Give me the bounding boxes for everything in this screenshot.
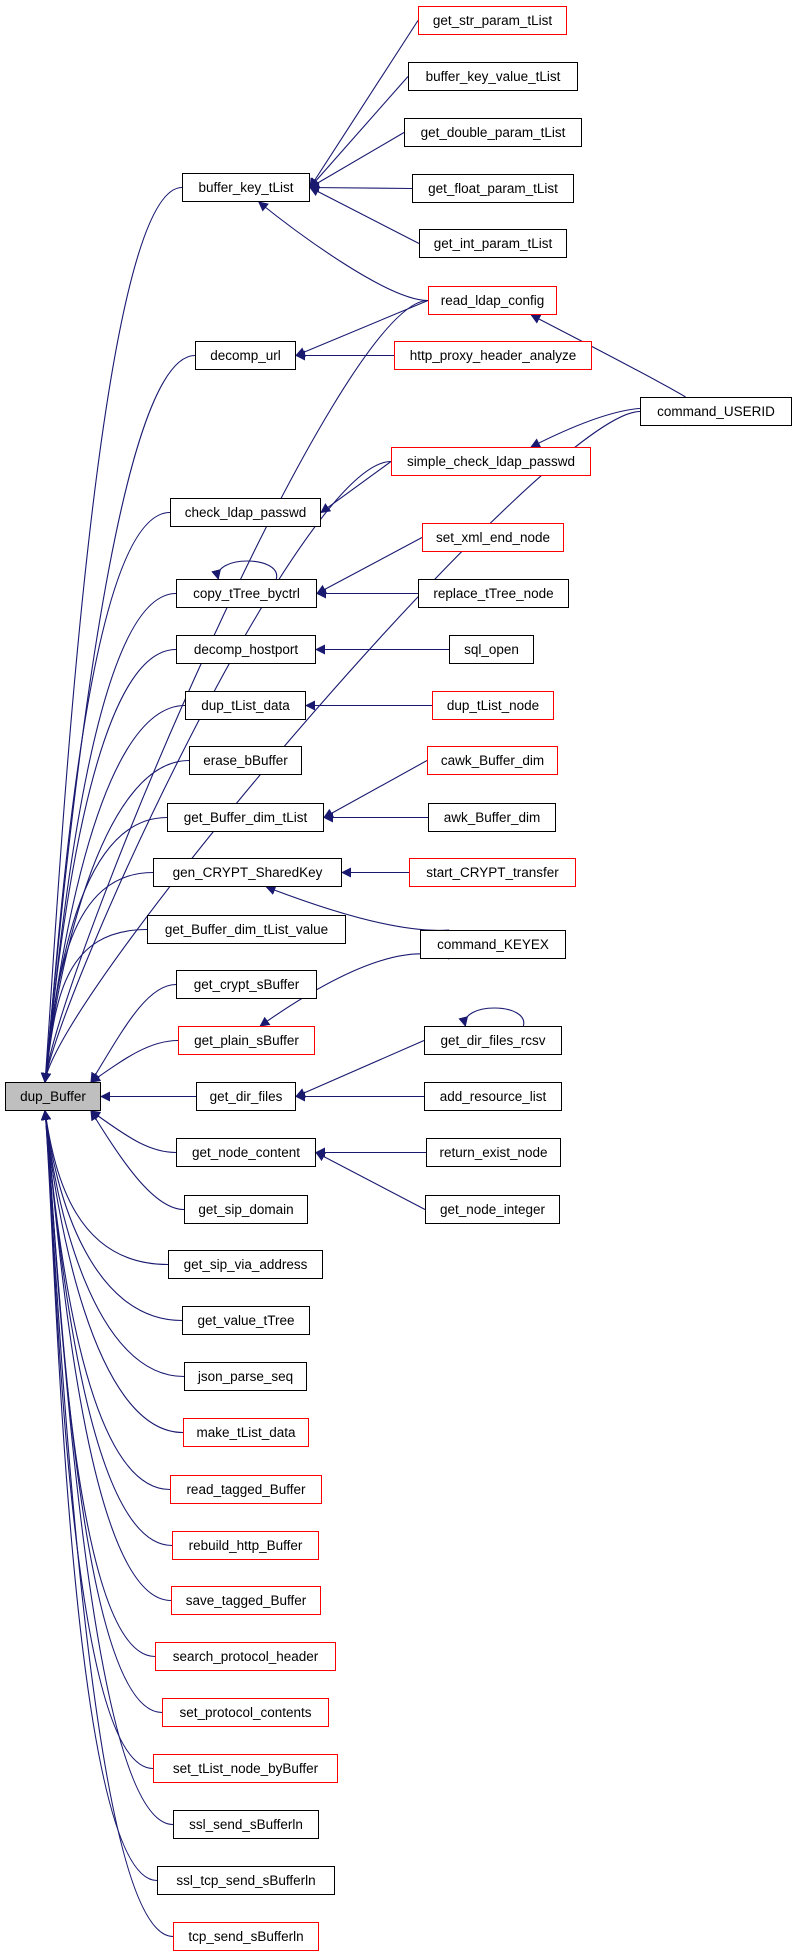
edge-dup-buffer-to-command-userid [41,410,641,1083]
node-dup-buffer: dup_Buffer [5,1082,101,1111]
node-cawk-buffer-dim[interactable]: cawk_Buffer_dim [427,746,558,775]
node-get-plain-sbuffer[interactable]: get_plain_sBuffer [178,1026,315,1055]
edge-dup-buffer-to-decomp-url [40,354,196,1083]
edge-dup-buffer-to-get-value-ttree [41,1110,183,1322]
node-json-parse-seq[interactable]: json_parse_seq [184,1362,307,1391]
edge-get-buffer-dim-tlist-to-cawk-buffer-dim [323,760,428,818]
edge-decomp-url-to-read-ldap-config [295,299,429,357]
node-get-str-param-tlist[interactable]: get_str_param_tList [418,6,567,35]
node-dup-tlist-data[interactable]: dup_tList_data [185,691,306,720]
edge-dup-buffer-to-ssl-send-sbufferln [40,1110,174,1826]
node-set-tlist-node-bybuffer[interactable]: set_tList_node_byBuffer [153,1754,338,1783]
node-get-dir-files-rcsv[interactable]: get_dir_files_rcsv [424,1026,562,1055]
node-set-protocol-contents[interactable]: set_protocol_contents [162,1698,329,1727]
node-get-value-ttree[interactable]: get_value_tTree [182,1306,310,1335]
edge-read-ldap-config-to-command-userid [530,314,686,398]
node-get-crypt-sbuffer[interactable]: get_crypt_sBuffer [176,970,317,999]
node-get-buffer-dim-tlist[interactable]: get_Buffer_dim_tList [167,803,324,832]
node-rebuild-http-buffer[interactable]: rebuild_http_Buffer [172,1531,319,1560]
edge-check-ldap-passwd-to-simple-check-ldap-passwd [320,461,392,514]
node-buffer-key-value-tlist[interactable]: buffer_key_value_tList [408,62,578,91]
edge-dup-buffer-to-get-buffer-dim-tlist-value [41,928,148,1083]
node-gen-crypt-sharedkey[interactable]: gen_CRYPT_SharedKey [153,858,342,887]
edge-buffer-key-tlist-to-get-float-param-tlist [309,182,413,193]
node-get-double-param-tlist[interactable]: get_double_param_tList [404,118,582,147]
node-simple-check-ldap-passwd[interactable]: simple_check_ldap_passwd [391,447,591,476]
node-make-tlist-data[interactable]: make_tList_data [183,1418,309,1447]
node-http-proxy-header-analyze[interactable]: http_proxy_header_analyze [394,341,592,370]
node-decomp-hostport[interactable]: decomp_hostport [176,635,316,664]
node-get-dir-files[interactable]: get_dir_files [196,1082,296,1111]
node-dup-tlist-node[interactable]: dup_tList_node [432,691,554,720]
node-get-sip-via-address[interactable]: get_sip_via_address [168,1250,323,1279]
node-get-int-param-tlist[interactable]: get_int_param_tList [419,229,567,258]
edge-get-dir-files-to-get-dir-files-rcsv [295,1039,425,1098]
node-start-crypt-transfer[interactable]: start_CRYPT_transfer [409,858,576,887]
edge-buffer-key-tlist-to-read-ldap-config [258,201,429,302]
node-get-sip-domain[interactable]: get_sip_domain [184,1195,308,1224]
edge-dup-buffer-to-buffer-key-tlist [40,186,183,1083]
edge-dup-buffer-to-set-protocol-contents [41,1110,163,1714]
edge-get-dir-files-rcsv-to-get-dir-files-rcsv [458,1007,524,1027]
edge-dup-buffer-to-save-tagged-buffer [41,1110,172,1602]
edge-buffer-key-tlist-to-buffer-key-value-tlist [309,76,409,189]
edge-dup-buffer-to-get-sip-domain [90,1110,185,1211]
node-read-tagged-buffer[interactable]: read_tagged_Buffer [170,1475,322,1504]
node-read-ldap-config[interactable]: read_ldap_config [428,286,557,315]
node-add-resource-list[interactable]: add_resource_list [424,1082,562,1111]
edge-layer [40,20,687,1938]
edge-copy-ttree-byctrl-to-set-xml-end-node [316,537,423,594]
node-set-xml-end-node[interactable]: set_xml_end_node [422,523,564,552]
node-get-buffer-dim-tlist-value[interactable]: get_Buffer_dim_tList_value [147,915,346,944]
node-save-tagged-buffer[interactable]: save_tagged_Buffer [171,1586,321,1615]
node-get-node-integer[interactable]: get_node_integer [425,1195,560,1224]
node-replace-ttree-node[interactable]: replace_tTree_node [418,579,569,608]
edge-dup-buffer-to-get-plain-sbuffer [90,1039,179,1083]
edge-dup-buffer-to-rebuild-http-buffer [40,1110,173,1547]
node-command-keyex[interactable]: command_KEYEX [420,930,566,959]
edge-dup-buffer-to-make-tlist-data [40,1110,184,1434]
edge-get-node-content-to-get-node-integer [315,1152,426,1210]
edge-buffer-key-tlist-to-get-str-param-tlist [309,20,419,189]
node-search-protocol-header[interactable]: search_protocol_header [155,1642,336,1671]
edge-dup-buffer-to-json-parse-seq [40,1110,185,1378]
edge-buffer-key-tlist-to-get-int-param-tlist [309,187,420,244]
node-ssl-send-sbufferln[interactable]: ssl_send_sBufferln [173,1810,319,1839]
edge-dup-buffer-to-tcp-send-sbufferln [40,1110,174,1938]
edge-copy-ttree-byctrl-to-copy-ttree-byctrl [211,560,277,580]
edge-dup-buffer-to-check-ldap-passwd [41,511,171,1083]
edge-buffer-key-tlist-to-get-double-param-tlist [309,132,405,189]
node-return-exist-node[interactable]: return_exist_node [426,1138,561,1167]
node-copy-ttree-byctrl[interactable]: copy_tTree_byctrl [176,579,317,608]
edge-dup-buffer-to-decomp-hostport [40,648,177,1083]
node-decomp-url[interactable]: decomp_url [195,341,296,370]
node-command-userid[interactable]: command_USERID [640,397,792,426]
node-ssl-tcp-send-sbufferln[interactable]: ssl_tcp_send_sBufferln [157,1866,335,1895]
edge-dup-buffer-to-simple-check-ldap-passwd [41,460,392,1083]
edge-dup-buffer-to-ssl-tcp-send-sbufferln [40,1110,158,1882]
node-sql-open[interactable]: sql_open [449,635,534,664]
node-awk-buffer-dim[interactable]: awk_Buffer_dim [428,803,556,832]
edge-dup-buffer-to-get-sip-via-address [41,1110,169,1266]
edge-dup-buffer-to-copy-ttree-byctrl [41,592,177,1083]
edge-dup-buffer-to-get-crypt-sbuffer [90,983,177,1083]
node-tcp-send-sbufferln[interactable]: tcp_send_sBufferln [173,1922,319,1951]
edge-dup-buffer-to-set-tlist-node-bybuffer [41,1110,154,1770]
node-get-float-param-tlist[interactable]: get_float_param_tList [412,174,574,203]
node-buffer-key-tlist[interactable]: buffer_key_tList [182,173,310,202]
edge-dup-buffer-to-gen-crypt-sharedkey [41,871,154,1083]
node-get-node-content[interactable]: get_node_content [176,1138,316,1167]
node-check-ldap-passwd[interactable]: check_ldap_passwd [170,498,321,527]
node-erase-bbuffer[interactable]: erase_bBuffer [189,746,302,775]
